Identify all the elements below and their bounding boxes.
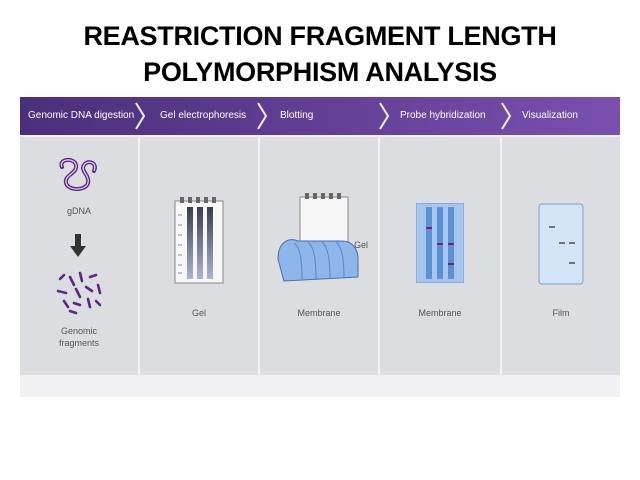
genomic-label: Genomic <box>60 326 97 336</box>
page-title: REASTRICTION FRAGMENT LENGTH POLYMORPHIS… <box>0 18 640 90</box>
title-line-2: POLYMORPHISM ANALYSIS <box>143 57 497 87</box>
step-gel-electrophoresis: Gel electrophoresis <box>160 110 247 121</box>
gdna-label: gDNA <box>66 206 91 216</box>
gel-icon <box>174 197 224 284</box>
header-arrows <box>20 97 620 135</box>
film-icon <box>538 203 584 285</box>
process-header: Genomic DNA digestion Gel electrophoresi… <box>20 97 620 135</box>
hybridization-membrane-label: Membrane <box>418 308 462 318</box>
step-blotting: Blotting <box>280 110 314 121</box>
rflp-diagram: Genomic DNA digestion Gel electrophoresi… <box>20 97 620 397</box>
dna-fragments-icon <box>56 271 102 315</box>
gel-label: Gel <box>191 308 206 318</box>
panel-digestion: gDNA Genomic fragments <box>20 137 138 375</box>
dna-coil-icon <box>59 158 97 191</box>
film-label: Film <box>552 308 570 318</box>
blotting-gel-label: Gel <box>353 240 368 250</box>
membrane-icon <box>416 203 464 283</box>
panel-visualization: Film <box>502 137 620 375</box>
panel-hybridization: Membrane <box>380 137 500 375</box>
fragments-label: fragments <box>58 338 100 348</box>
step-probe-hybridization: Probe hybridization <box>400 110 486 121</box>
blotting-membrane-label: Membrane <box>297 308 341 318</box>
step-genomic-dna-digestion: Genomic DNA digestion <box>28 110 135 121</box>
panel-blotting: Gel Membrane <box>260 137 378 375</box>
step-visualization: Visualization <box>522 110 578 121</box>
panel-electrophoresis: Gel <box>140 137 258 375</box>
down-arrow-icon <box>70 234 86 257</box>
title-line-1: REASTRICTION FRAGMENT LENGTH <box>83 21 557 51</box>
blotting-icon <box>277 193 359 282</box>
